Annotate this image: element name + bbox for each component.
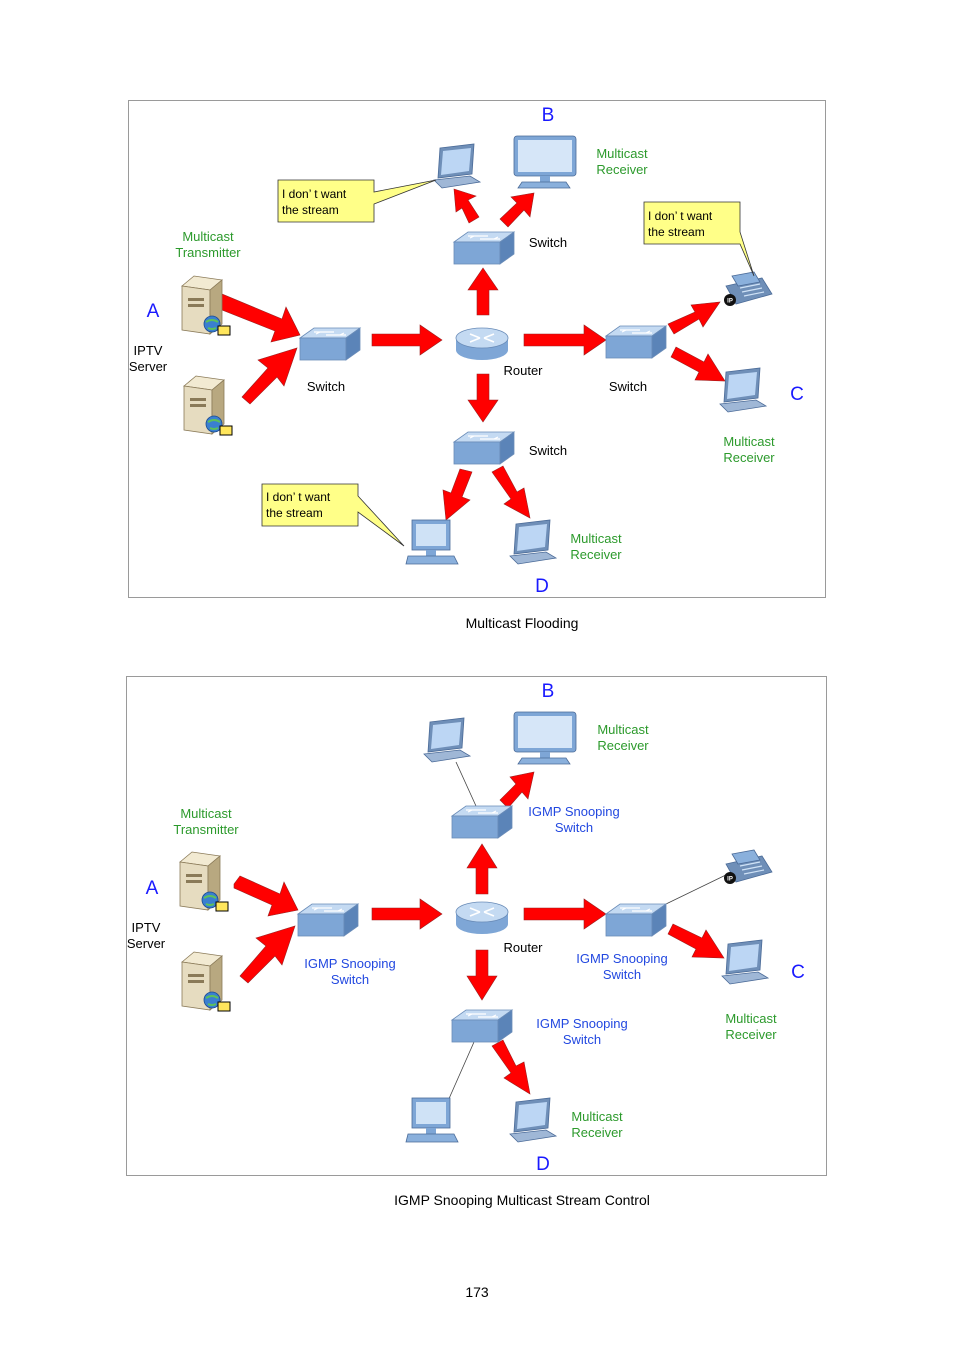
receiver-d-label-1: Multicast	[570, 531, 622, 546]
receiver-d-label-1: Multicast	[571, 1109, 623, 1124]
callout-line1: I don’ t want	[648, 209, 713, 223]
arrow-router-to-switch-east	[523, 898, 607, 930]
snoop-switch-west-label-2: Switch	[331, 972, 369, 987]
callout-line1: I don’ t want	[282, 187, 347, 201]
arrow-router-to-switch-south	[466, 949, 498, 1001]
arrow-server2-to-switch	[241, 347, 298, 405]
arrow-switch-east-to-laptop	[667, 923, 725, 959]
desktop-icon	[405, 1097, 459, 1143]
arrow-server2-to-switch	[239, 925, 296, 984]
callout-line2: the stream	[648, 225, 705, 239]
switch-icon	[299, 327, 361, 361]
flooding-arrows	[211, 188, 726, 521]
snoop-switch-north-label-2: Switch	[555, 820, 593, 835]
figure-caption: Multicast Flooding	[465, 615, 579, 631]
switch-icon	[453, 431, 515, 465]
transmitter-label-2: Transmitter	[173, 822, 239, 837]
arrow-switch-north-to-desktop	[499, 771, 535, 809]
callout-line2: the stream	[266, 506, 323, 520]
switch-label-south: Switch	[529, 443, 567, 458]
arrow-switch-east-to-laptop	[670, 346, 726, 382]
site-label-a: A	[147, 301, 160, 322]
switch-icon	[451, 1009, 513, 1043]
receiver-c-label-2: Receiver	[725, 1027, 777, 1042]
server-label: Server	[127, 936, 166, 951]
switch-icon	[605, 325, 667, 359]
receiver-c-label-1: Multicast	[725, 1011, 777, 1026]
figure-multicast-flooding: IP I don’ t want the stream I don’ t wan	[128, 100, 826, 598]
callout-line2: the stream	[282, 203, 339, 217]
arrow-switch-south-to-laptop	[491, 1039, 531, 1095]
server-label: Server	[129, 359, 168, 374]
iptv-label: IPTV	[132, 920, 161, 935]
site-label-d: D	[536, 1154, 550, 1175]
arrow-switch-east-to-phone	[667, 301, 721, 335]
arrow-switch-to-router	[371, 898, 443, 930]
switch-icon	[451, 805, 513, 839]
transmitter-label-1: Multicast	[180, 806, 232, 821]
receiver-c-label-1: Multicast	[723, 434, 775, 449]
site-label-a: A	[146, 878, 159, 899]
arrow-router-to-switch-east	[523, 324, 607, 356]
transmitter-label-2: Transmitter	[175, 245, 241, 260]
transmitter-label-1: Multicast	[182, 229, 234, 244]
switch-label-north: Switch	[529, 235, 567, 250]
snoop-switch-north-label-1: IGMP Snooping	[528, 804, 620, 819]
router-label: Router	[503, 940, 543, 955]
receiver-d-label-2: Receiver	[570, 547, 622, 562]
site-label-c: C	[791, 962, 805, 983]
receiver-b-label-1: Multicast	[596, 146, 648, 161]
snoop-switch-south-label-2: Switch	[563, 1032, 601, 1047]
site-label-c: C	[790, 384, 804, 405]
iptv-label: IPTV	[134, 343, 163, 358]
desktop-icon	[405, 519, 459, 565]
switch-label-west: Switch	[307, 379, 345, 394]
switch-icon	[297, 903, 359, 937]
arrow-router-to-switch-south	[467, 373, 499, 423]
switch-icon	[453, 231, 515, 265]
snoop-switch-west-label-1: IGMP Snooping	[304, 956, 396, 971]
arrow-switch-to-router	[371, 324, 443, 356]
arrow-server1-to-switch	[211, 293, 301, 343]
receiver-d-label-2: Receiver	[571, 1125, 623, 1140]
snoop-switch-south-label-1: IGMP Snooping	[536, 1016, 628, 1031]
arrow-switch-north-to-laptop	[453, 188, 480, 224]
callout-east: I don’ t want the stream	[643, 201, 755, 277]
figure-caption: IGMP Snooping Multicast Stream Control	[394, 1192, 650, 1208]
snoop-switch-east-label-2: Switch	[603, 967, 641, 982]
page-number: 173	[465, 1284, 489, 1300]
router-icon	[455, 901, 509, 935]
snoop-switch-east-label-1: IGMP Snooping	[576, 951, 668, 966]
arrow-router-to-switch-north	[467, 267, 499, 316]
multicast-arrows	[233, 771, 725, 1095]
router-label: Router	[503, 363, 543, 378]
receiver-b-label-2: Receiver	[596, 162, 648, 177]
arrow-switch-south-to-laptop	[491, 465, 531, 519]
arrow-switch-north-to-desktop	[499, 192, 535, 228]
site-label-d: D	[535, 576, 549, 597]
receiver-c-label-2: Receiver	[723, 450, 775, 465]
switch-icon	[605, 903, 667, 937]
callout-south: I don’ t want the stream	[261, 483, 405, 547]
figure-igmp-snooping: B A C D IPTV Server Multicast Transmitte…	[126, 676, 827, 1176]
arrow-server1-to-switch	[233, 875, 299, 917]
receiver-b-label-1: Multicast	[597, 722, 649, 737]
site-label-b: B	[542, 105, 555, 126]
arrow-router-to-switch-north	[466, 843, 498, 895]
callout-line1: I don’ t want	[266, 490, 331, 504]
arrow-switch-south-to-pc	[442, 468, 473, 521]
site-label-b: B	[542, 681, 555, 702]
router-icon	[455, 327, 509, 361]
callout-north: I don’ t want the stream	[277, 179, 437, 223]
switch-label-east: Switch	[609, 379, 647, 394]
receiver-b-label-2: Receiver	[597, 738, 649, 753]
